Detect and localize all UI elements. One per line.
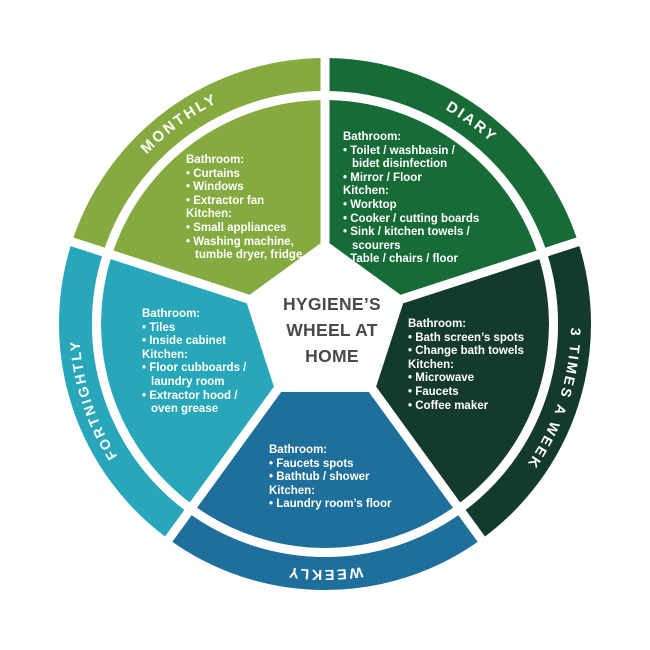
section-title: Kitchen:	[269, 484, 315, 497]
task-item: Bath screen’s spots	[408, 332, 588, 346]
task-item: Small appliances	[186, 222, 371, 236]
section-title: Bathroom:	[269, 444, 328, 456]
section-title: Kitchen:	[408, 358, 454, 371]
three-times-a-week-tasks: Bathroom: Bath screen’s spots Change bat…	[408, 318, 588, 413]
task-item: Table / chairs / floor	[343, 253, 543, 267]
section-title: Bathroom:	[186, 154, 245, 166]
section-title: Bathroom:	[142, 308, 201, 320]
task-item: Washing machine, tumble dryer, fridge	[186, 236, 371, 263]
diary-ring-band	[324, 58, 578, 253]
task-item: Curtains	[186, 168, 371, 182]
monthly-tasks: Bathroom: Curtains Windows Extractor fan…	[186, 154, 371, 263]
task-item: Laundry room’s floor	[269, 498, 449, 512]
weekly-wedge	[193, 324, 457, 548]
section-title: Kitchen:	[186, 208, 232, 221]
task-item: Windows	[186, 181, 371, 195]
task-item: Floor cubboards / laundry room	[142, 362, 312, 389]
task-item: Sink / kitchen towels / scourers	[343, 226, 543, 253]
task-item: Mirror / Floor	[343, 172, 543, 186]
task-item: Coffee maker	[408, 400, 588, 414]
fortnightly-tasks: Bathroom: Tiles Inside cabinet Kitchen: …	[142, 308, 312, 417]
fortnightly-ring-band	[59, 241, 189, 540]
section-title: Kitchen:	[343, 185, 389, 198]
task-item: Extractor fan	[186, 195, 371, 209]
svg-text:WEEKLY: WEEKLY	[286, 563, 364, 582]
task-item: Faucets	[408, 386, 588, 400]
section-title: Kitchen:	[142, 348, 188, 361]
task-item: Tiles	[142, 322, 312, 336]
task-item: Change bath towels	[408, 345, 588, 359]
task-item: Extractor hood / oven grease	[142, 390, 312, 417]
task-item: Worktop	[343, 199, 543, 213]
task-item: Faucets spots	[269, 458, 449, 472]
weekly-arc-label: WEEKLY	[286, 563, 361, 582]
task-item: Cooker / cutting boards	[343, 213, 543, 227]
section-title: Bathroom:	[408, 318, 467, 330]
task-item: Inside cabinet	[142, 335, 312, 349]
task-item: Microwave	[408, 372, 588, 386]
wheel-title: HYGIENE’S WHEEL AT HOME	[282, 294, 381, 366]
center-pentagon	[245, 240, 405, 392]
task-item: Bathtub / shower	[269, 471, 449, 485]
weekly-tasks: Bathroom: Faucets spots Bathtub / shower…	[269, 444, 449, 512]
task-item: Toilet / washbasin / bidet disinfection	[343, 145, 543, 172]
monthly-ring-band	[72, 58, 326, 253]
section-title: Bathroom:	[343, 131, 402, 143]
weekly-ring-band	[168, 512, 482, 591]
diary-tasks: Bathroom: Toilet / washbasin / bidet dis…	[343, 131, 543, 267]
